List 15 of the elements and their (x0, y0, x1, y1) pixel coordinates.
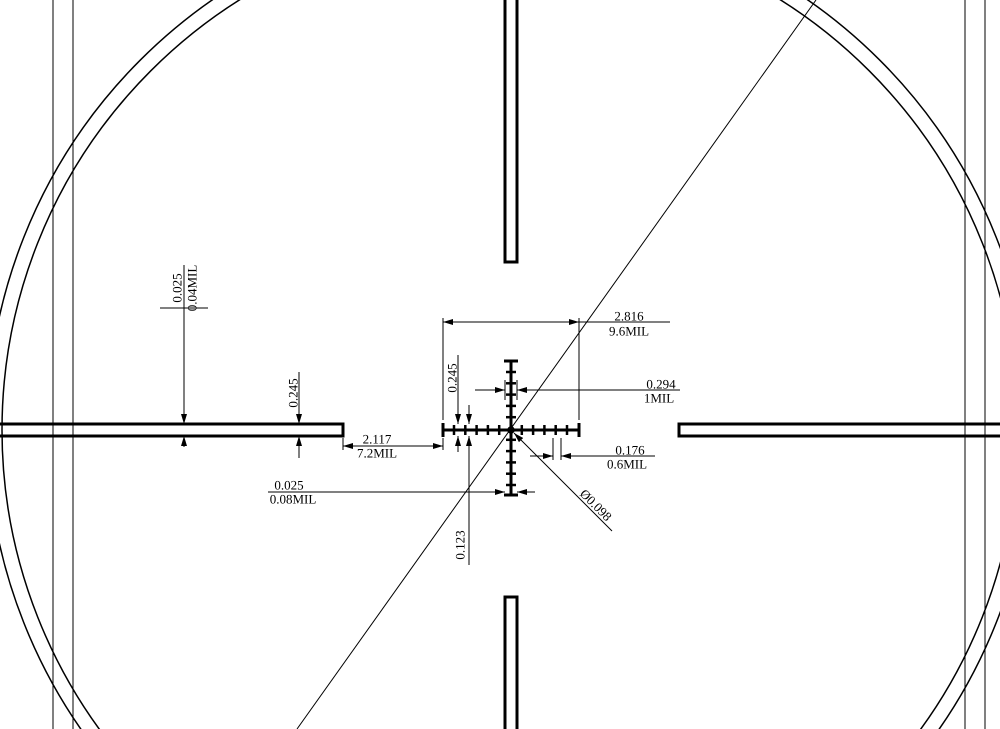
dimension-text: 7.2MIL (356, 446, 398, 460)
dimension-text: 2.816 (614, 310, 644, 322)
dimension-text: 0.6MIL (606, 458, 648, 470)
dimension-text: 0.025 (170, 273, 184, 303)
dimension-text: 0.08MIL (270, 492, 316, 506)
dimension-text: 9.6MIL (608, 324, 650, 338)
dimension-text: 2.117 (362, 432, 392, 446)
dimension-text: 1MIL (644, 392, 674, 404)
dimension-text: 0.245 (286, 378, 300, 408)
dimension-text: 0.245 (446, 363, 458, 393)
dimension-text: 0.123 (454, 530, 466, 560)
dimension-text: 0.04MIL (186, 264, 198, 312)
dimension-text: 0.025 (274, 478, 304, 492)
dimension-text: 0.294 (646, 378, 676, 390)
dimension-text: 0.176 (615, 444, 645, 456)
